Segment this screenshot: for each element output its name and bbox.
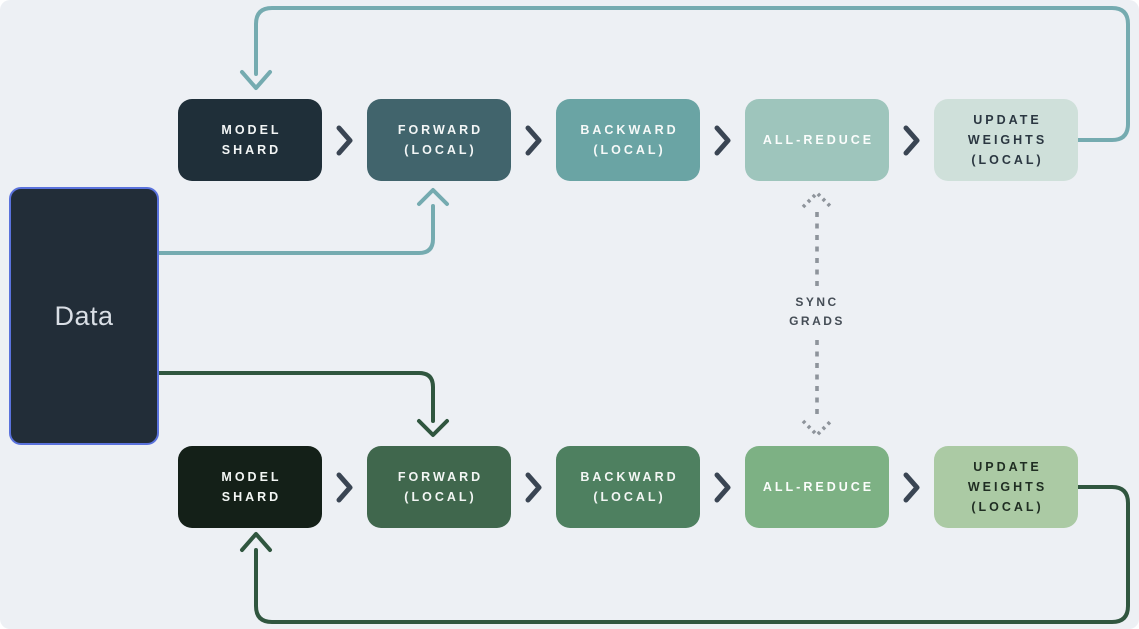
node-label: BACKWARD (LOCAL) (580, 123, 679, 157)
data-to-bottom-forward-arrow (157, 371, 449, 437)
chevron-right-icon (714, 125, 731, 155)
chevron-right-icon (525, 472, 542, 502)
chevron-right-icon (336, 472, 353, 502)
node-forward-top: FORWARD (LOCAL) (367, 99, 511, 181)
sync-grads-label: SYNC GRADS (789, 295, 845, 328)
node-backward-top: BACKWARD (LOCAL) (556, 99, 700, 181)
node-label: MODEL SHARD (221, 123, 282, 157)
node-label: UPDATE WEIGHTS (LOCAL) (967, 113, 1048, 167)
top-feedback-loop-arrow (240, 6, 1130, 142)
node-update-weights-bottom: UPDATE WEIGHTS (LOCAL) (934, 446, 1078, 528)
node-forward-bottom: FORWARD (LOCAL) (367, 446, 511, 528)
node-label: FORWARD (LOCAL) (397, 470, 484, 504)
node-label: MODEL SHARD (221, 470, 282, 504)
node-all-reduce-bottom: ALL-REDUCE (745, 446, 889, 528)
chevron-right-icon (336, 125, 353, 155)
data-node: Data (9, 187, 159, 445)
sync-grads-dashed-arrow (801, 190, 833, 438)
chevron-right-icon (714, 472, 731, 502)
node-update-weights-top: UPDATE WEIGHTS (LOCAL) (934, 99, 1078, 181)
node-model-shard-bottom: MODEL SHARD (178, 446, 322, 528)
chevron-right-icon (903, 125, 920, 155)
node-label: FORWARD (LOCAL) (397, 123, 484, 157)
data-to-top-forward-arrow (157, 188, 449, 255)
node-label: UPDATE WEIGHTS (LOCAL) (967, 460, 1048, 514)
bottom-feedback-loop-arrow (240, 485, 1130, 624)
chevron-right-icon (903, 472, 920, 502)
node-label: BACKWARD (LOCAL) (580, 470, 679, 504)
pipeline-row-bottom: MODEL SHARD FORWARD (LOCAL) BACKWARD (LO… (178, 446, 1078, 528)
node-backward-bottom: BACKWARD (LOCAL) (556, 446, 700, 528)
node-label: ALL-REDUCE (762, 480, 875, 494)
node-label: ALL-REDUCE (762, 133, 875, 147)
data-node-label: Data (54, 300, 114, 331)
node-model-shard-top: MODEL SHARD (178, 99, 322, 181)
node-all-reduce-top: ALL-REDUCE (745, 99, 889, 181)
pipeline-row-top: MODEL SHARD FORWARD (LOCAL) BACKWARD (LO… (178, 99, 1078, 181)
chevron-right-icon (525, 125, 542, 155)
